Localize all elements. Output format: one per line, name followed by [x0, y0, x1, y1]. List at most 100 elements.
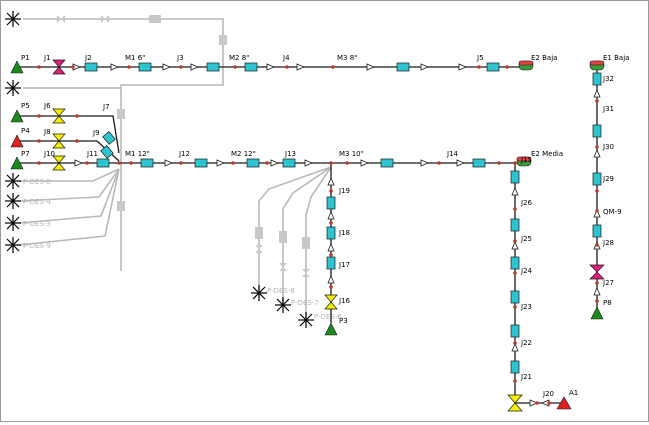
pumps[interactable]	[84, 62, 602, 374]
pump-icon	[510, 290, 520, 304]
inactive-label: P-DES-8	[23, 178, 51, 186]
pump-icon	[592, 224, 602, 238]
junction-dot	[329, 285, 333, 289]
junction-dot	[71, 65, 75, 69]
pump-icon	[100, 145, 114, 159]
junction-dot	[329, 189, 333, 193]
label-j21: J21	[520, 373, 532, 381]
closed-valve-icon	[52, 59, 66, 75]
pump-icon	[96, 158, 110, 168]
pump-icon	[510, 324, 520, 338]
label-j4: J4	[282, 54, 290, 62]
tanks[interactable]	[516, 60, 605, 167]
junction-dot	[477, 65, 481, 69]
pump-icon	[244, 62, 258, 72]
label-j15: J15	[520, 156, 532, 164]
label-m2-8: M2 8"	[229, 54, 249, 62]
junction-dot	[513, 341, 517, 345]
asterisk-source-icon	[275, 297, 291, 313]
junction-dot	[345, 161, 349, 165]
junctions[interactable]	[37, 65, 599, 405]
junction-dot	[513, 207, 517, 211]
pump-icon	[380, 158, 394, 168]
reservoir-p7-icon	[10, 156, 24, 170]
junction-dot	[75, 114, 79, 118]
junction-dot	[329, 253, 333, 257]
asterisk-source-icon	[5, 237, 21, 253]
junction-dot	[595, 145, 599, 149]
inactive-label: P-DES-8	[267, 287, 295, 295]
pump-icon	[486, 62, 500, 72]
junction-dot	[595, 299, 599, 303]
label-j28: J28	[602, 239, 614, 247]
inactive-pipe	[18, 168, 120, 246]
label-j8: J8	[43, 128, 51, 136]
pump-icon	[510, 256, 520, 270]
inactive-labels: P-DES-8 P-DES-4 P-DES-3 P-DES-9 P-DES-8 …	[23, 178, 342, 321]
inactive-sources	[5, 11, 314, 328]
pump-icon	[138, 62, 152, 72]
valves[interactable]	[52, 59, 605, 412]
reservoir-p3-icon	[324, 322, 338, 336]
inactive-label: P-DES-4	[23, 198, 51, 206]
junction-dot	[595, 189, 599, 193]
label-p8: P8	[603, 299, 612, 307]
reservoirs[interactable]	[10, 60, 604, 410]
junction-dot	[179, 161, 183, 165]
tank-e2-baja-icon	[518, 60, 534, 71]
label-j1: J1	[43, 54, 51, 62]
label-qm9: QM-9	[603, 208, 622, 216]
label-m1-12: M1 12"	[125, 150, 150, 158]
inactive-components	[57, 15, 310, 277]
junction-dot	[37, 161, 41, 165]
junction-dot	[233, 65, 237, 69]
asterisk-source-icon	[5, 173, 21, 189]
label-j31: J31	[602, 105, 614, 113]
label-j30: J30	[602, 143, 614, 151]
junction-dot	[179, 65, 183, 69]
label-j22: J22	[520, 339, 532, 347]
label-p5: P5	[21, 102, 30, 110]
junction-dot	[37, 114, 41, 118]
pump-icon	[140, 158, 154, 168]
label-e2-baja: E2 Baja	[531, 54, 557, 62]
label-p4: P4	[21, 127, 30, 135]
pump-icon	[592, 72, 602, 86]
inactive-label: P-DES-3	[23, 220, 51, 228]
pump-icon	[510, 360, 520, 374]
label-j2: J2	[84, 54, 92, 62]
asterisk-source-icon	[5, 215, 21, 231]
junction-dot	[117, 161, 121, 165]
junction-dot	[265, 161, 269, 165]
pump-icon	[510, 170, 520, 184]
inactive-pipe	[258, 166, 332, 291]
asterisk-source-icon	[5, 11, 21, 27]
junction-dot	[535, 401, 539, 405]
pump-icon	[592, 124, 602, 138]
pump-icon	[326, 256, 336, 270]
label-j10: J10	[43, 150, 55, 158]
junction-dot	[285, 65, 289, 69]
pump-icon	[472, 158, 486, 168]
pump-icon	[510, 218, 520, 232]
pump-icon	[246, 158, 260, 168]
label-j13: J13	[284, 150, 296, 158]
label-j16: J16	[338, 297, 351, 305]
junction-dot	[595, 99, 599, 103]
reservoir-p5-icon	[10, 109, 24, 123]
node-labels: P1 J1 J2 M1 6" J3 M2 8" J4 M3 8" J5 E2 B…	[21, 54, 629, 398]
junction-dot	[37, 65, 41, 69]
label-j24: J24	[520, 267, 533, 275]
junction-dot	[231, 161, 235, 165]
open-valve-icon	[52, 155, 66, 171]
pump-icon	[84, 62, 98, 72]
junction-dot	[437, 161, 441, 165]
junction-dot	[497, 161, 501, 165]
open-valve-icon	[52, 108, 66, 124]
label-j12: J12	[178, 150, 190, 158]
label-j3: J3	[176, 54, 184, 62]
junction-dot	[505, 65, 509, 69]
junction-dot	[129, 161, 133, 165]
